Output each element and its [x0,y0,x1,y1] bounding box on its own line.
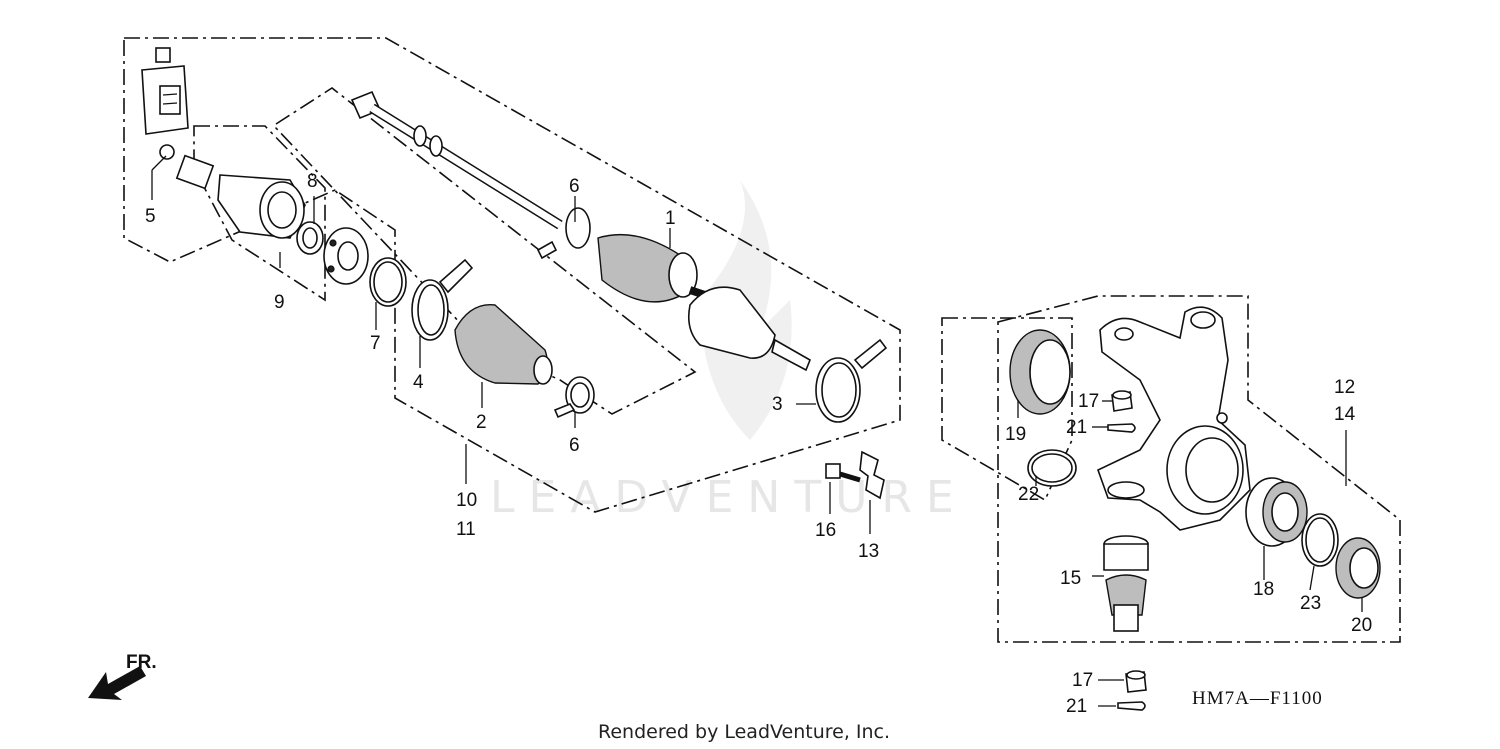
outer-seal-icon [1335,537,1381,599]
joint-group-outline [193,125,326,302]
callout-6-lower: 6 [569,435,580,456]
bearing-icon [1245,477,1308,547]
circlip-icon [369,257,407,307]
callout-5: 5 [145,206,156,227]
grease-bottle-icon [141,47,189,160]
callout-3: 3 [772,394,783,415]
callout-2: 2 [476,412,487,433]
bolt-icon [825,463,861,483]
callout-4: 4 [413,372,424,393]
callout-16: 16 [815,520,836,541]
callout-17-upper: 17 [1078,391,1099,412]
callout-21-lower: 21 [1066,696,1087,717]
ball-joint-icon [1103,535,1149,632]
callout-13: 13 [858,541,879,562]
steering-knuckle-icon [1097,306,1251,531]
knuckle-group-outline [997,295,1401,643]
callout-10: 10 [456,490,477,511]
callout-12: 12 [1334,377,1355,398]
watermark-text: LEADVENTURE [490,472,968,523]
driveshaft-icon [350,90,812,372]
cotter-pin-lower-icon [1117,701,1146,711]
clip-plate-icon [859,450,885,500]
castle-nut-upper-icon [1111,390,1133,412]
diagram-code: HM7A—F1100 [1192,688,1323,709]
callout-23: 23 [1300,593,1321,614]
callout-18: 18 [1253,579,1274,600]
callout-9: 9 [274,292,285,313]
callout-20: 20 [1351,615,1372,636]
joint-clip-icon [296,221,324,255]
castle-nut-lower-icon [1125,670,1147,693]
outer-boot-icon [454,304,553,385]
callout-15: 15 [1060,568,1081,589]
callout-17-lower: 17 [1072,670,1093,691]
callout-6-upper: 6 [569,176,580,197]
front-direction-arrow-icon: FR. [88,652,157,700]
callout-14: 14 [1334,404,1356,425]
cotter-pin-upper-icon [1107,423,1136,433]
oil-seal-icon [1009,329,1071,415]
callout-11: 11 [456,519,476,540]
snap-ring-icon [1027,449,1077,487]
callout-19: 19 [1005,424,1026,445]
bearing-circlip-icon [1301,513,1339,567]
outboard-joint-icon [175,154,306,239]
callout-22: 22 [1018,484,1039,505]
callout-21-upper: 21 [1066,417,1087,438]
footer-credit: Rendered by LeadVenture, Inc. [598,721,890,743]
leader-lines [151,155,1363,707]
inner-race-icon [323,227,369,285]
callout-1: 1 [665,208,676,229]
boot-band-small-lower-icon [553,376,595,419]
callout-labels: 1 2 3 4 5 6 6 7 8 9 10 11 12 13 14 15 16… [145,171,1372,717]
callout-7: 7 [370,333,381,354]
boot-band-inner-icon [815,338,888,423]
boot-band-large-icon [411,258,474,341]
callout-8: 8 [307,171,318,192]
direction-label: FR. [126,652,157,673]
axle-assembly-outline [123,37,901,513]
